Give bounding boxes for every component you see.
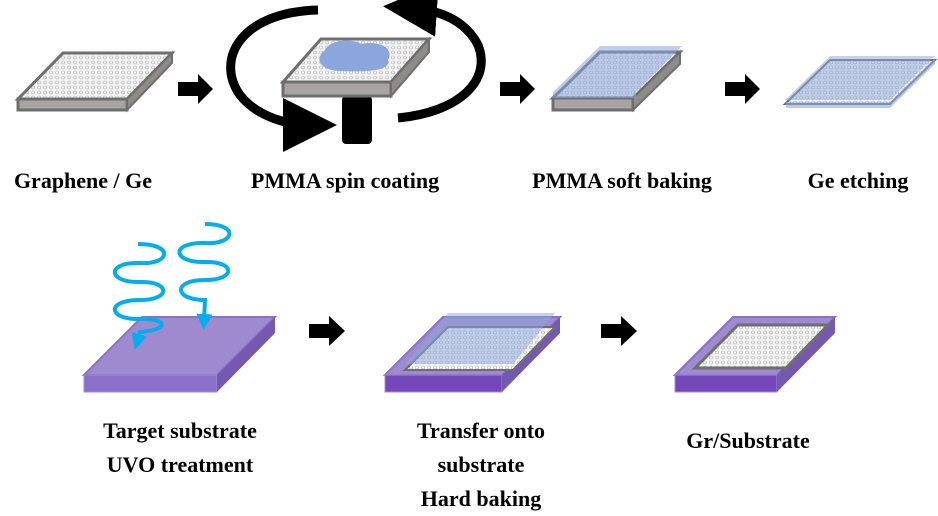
step-label-graphene-ge: Graphene / Ge: [14, 168, 152, 193]
pmma-soft-baked-slab: [549, 46, 684, 113]
pmma-graphene-film: [782, 56, 938, 108]
target-substrate: [81, 316, 278, 393]
step-label-spin-coating: PMMA spin coating: [251, 168, 439, 193]
graphene-on-substrate: [672, 316, 838, 393]
process-arrow: [178, 74, 213, 104]
process-arrow: [309, 316, 345, 346]
pmma-droplet: [319, 40, 390, 72]
step-label-uvo-2: UVO treatment: [107, 452, 254, 477]
step-label-transfer-2: substrate: [438, 452, 525, 477]
transferred-substrate: [382, 313, 563, 393]
process-arrow: [500, 74, 535, 104]
uv-light-icon: [112, 222, 232, 350]
process-arrow: [725, 74, 760, 104]
spin-coater: [226, 0, 486, 152]
rotation-arrow-icon: [383, 0, 486, 123]
step-label-uvo-1: Target substrate: [103, 418, 257, 443]
step-label-soft-baking: PMMA soft baking: [532, 168, 712, 193]
step-label-transfer-1: Transfer onto: [417, 418, 545, 443]
process-arrow: [601, 316, 637, 346]
step-label-gr-substrate: Gr/Substrate: [686, 428, 810, 453]
rotation-arrow-icon: [226, 5, 337, 152]
graphene-ge-slab: [14, 50, 176, 113]
step-label-transfer-3: Hard baking: [421, 486, 541, 511]
step-label-ge-etching: Ge etching: [808, 168, 909, 193]
